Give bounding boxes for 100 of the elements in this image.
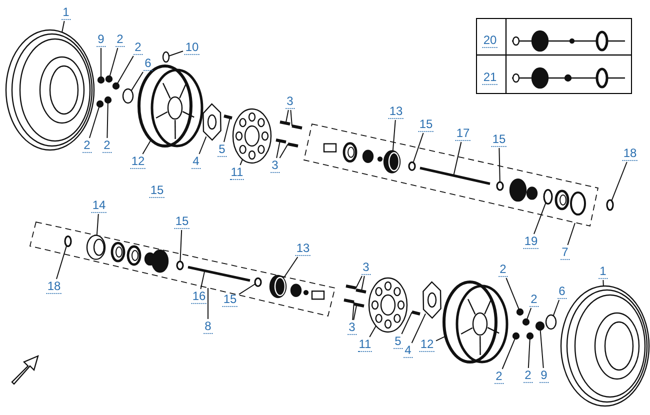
wheel-stud bbox=[224, 114, 232, 120]
washer-ring bbox=[64, 235, 72, 248]
leader-line bbox=[411, 313, 426, 344]
washer-ring bbox=[606, 199, 614, 211]
leader-line bbox=[401, 312, 412, 334]
callout-number: 2 bbox=[102, 139, 112, 153]
cv-joint-drawing bbox=[383, 150, 401, 174]
leader-line bbox=[109, 48, 118, 77]
leader-line bbox=[282, 256, 298, 279]
callout-number: 15 bbox=[418, 118, 434, 132]
leader-line bbox=[526, 308, 532, 320]
callout-number: 18 bbox=[46, 280, 62, 294]
wheel-hub-drawing bbox=[422, 281, 442, 319]
leader-line bbox=[392, 120, 396, 152]
leader-line bbox=[96, 214, 99, 236]
leader-line bbox=[285, 110, 289, 124]
callout-number: 13 bbox=[388, 105, 404, 119]
leader-line bbox=[276, 140, 280, 158]
callout-number: 3 bbox=[286, 95, 294, 109]
callout-number: 3 bbox=[362, 261, 370, 275]
nut bbox=[535, 321, 545, 331]
leader-line bbox=[62, 20, 65, 33]
axle-shaft bbox=[188, 266, 250, 282]
callout-number: 6 bbox=[558, 285, 566, 299]
callout-number: 12 bbox=[419, 338, 435, 352]
callout-number: 13 bbox=[295, 242, 311, 256]
leader-line bbox=[200, 270, 206, 290]
callout-number: 2 bbox=[530, 293, 538, 307]
callout-number: 2 bbox=[524, 369, 532, 383]
leader-line bbox=[498, 148, 500, 182]
bolt bbox=[354, 302, 364, 308]
leader-line bbox=[290, 110, 292, 126]
callout-number: 16 bbox=[191, 290, 207, 304]
leader-line bbox=[106, 102, 108, 138]
nut bbox=[96, 100, 104, 108]
leader-line bbox=[180, 230, 182, 262]
wheel-cap bbox=[122, 88, 134, 104]
leader-line bbox=[168, 50, 184, 56]
callout-number: 15 bbox=[174, 215, 190, 229]
leader-line bbox=[602, 280, 604, 286]
callout-number: 15 bbox=[491, 133, 507, 147]
callout-number: 20 bbox=[482, 34, 498, 48]
leader-line bbox=[567, 222, 576, 246]
callout-number: 4 bbox=[404, 344, 412, 358]
nut bbox=[97, 76, 105, 84]
callout-number: 1 bbox=[62, 6, 70, 20]
callout-number: 2 bbox=[494, 370, 504, 384]
bolt bbox=[280, 120, 290, 126]
callout-number: 5 bbox=[218, 143, 226, 157]
nut bbox=[516, 308, 524, 316]
washer-ring bbox=[543, 189, 553, 205]
leader-line bbox=[540, 330, 544, 368]
callout-number: 6 bbox=[144, 57, 152, 71]
leader-line bbox=[369, 325, 376, 338]
callout-number: 10 bbox=[184, 41, 200, 55]
leader-line bbox=[552, 300, 560, 316]
bolt bbox=[356, 288, 366, 294]
bolt bbox=[344, 298, 354, 304]
nut bbox=[104, 96, 112, 104]
leader-line bbox=[436, 336, 446, 342]
callout-number: 2 bbox=[498, 263, 508, 277]
leader-line bbox=[506, 278, 520, 310]
callout-number: 14 bbox=[91, 199, 107, 213]
bolt bbox=[276, 138, 286, 144]
bolt bbox=[292, 124, 302, 130]
leader-line bbox=[502, 338, 516, 370]
washer-ring bbox=[254, 277, 262, 288]
callout-number: 8 bbox=[204, 320, 212, 334]
cv-joint-drawing bbox=[269, 274, 287, 298]
callout-number: 21 bbox=[482, 71, 498, 85]
valve-stem bbox=[162, 51, 170, 63]
leader-line bbox=[198, 136, 207, 154]
leader-line bbox=[534, 202, 546, 234]
callout-number: 12 bbox=[130, 155, 146, 169]
callout-number: 18 bbox=[622, 147, 638, 161]
nut bbox=[526, 332, 534, 340]
callout-number: 11 bbox=[358, 338, 372, 352]
callout-number: 4 bbox=[192, 155, 200, 169]
leader-line bbox=[360, 276, 365, 292]
callout-number: 11 bbox=[230, 166, 244, 180]
nut bbox=[112, 82, 120, 90]
leader-line bbox=[356, 276, 362, 288]
washer-ring bbox=[408, 161, 416, 172]
tire-drawing bbox=[560, 285, 650, 407]
axle-shaft bbox=[420, 166, 490, 185]
callout-number: 7 bbox=[560, 246, 570, 260]
callout-number: 3 bbox=[270, 159, 280, 173]
nut bbox=[512, 332, 520, 340]
callout-number: 1 bbox=[598, 265, 608, 279]
callout-number: 9 bbox=[540, 369, 548, 383]
callout-number: 15 bbox=[149, 184, 165, 198]
leader-line bbox=[353, 304, 358, 320]
wheel-hub-drawing bbox=[202, 103, 222, 141]
joint-housing-drawing bbox=[86, 234, 106, 260]
tire-drawing bbox=[5, 29, 95, 151]
brake-disc-drawing bbox=[232, 108, 272, 164]
callout-number: 3 bbox=[348, 321, 356, 335]
callout-number: 19 bbox=[523, 235, 539, 249]
callout-number: 9 bbox=[96, 33, 106, 47]
bolt bbox=[346, 284, 356, 290]
